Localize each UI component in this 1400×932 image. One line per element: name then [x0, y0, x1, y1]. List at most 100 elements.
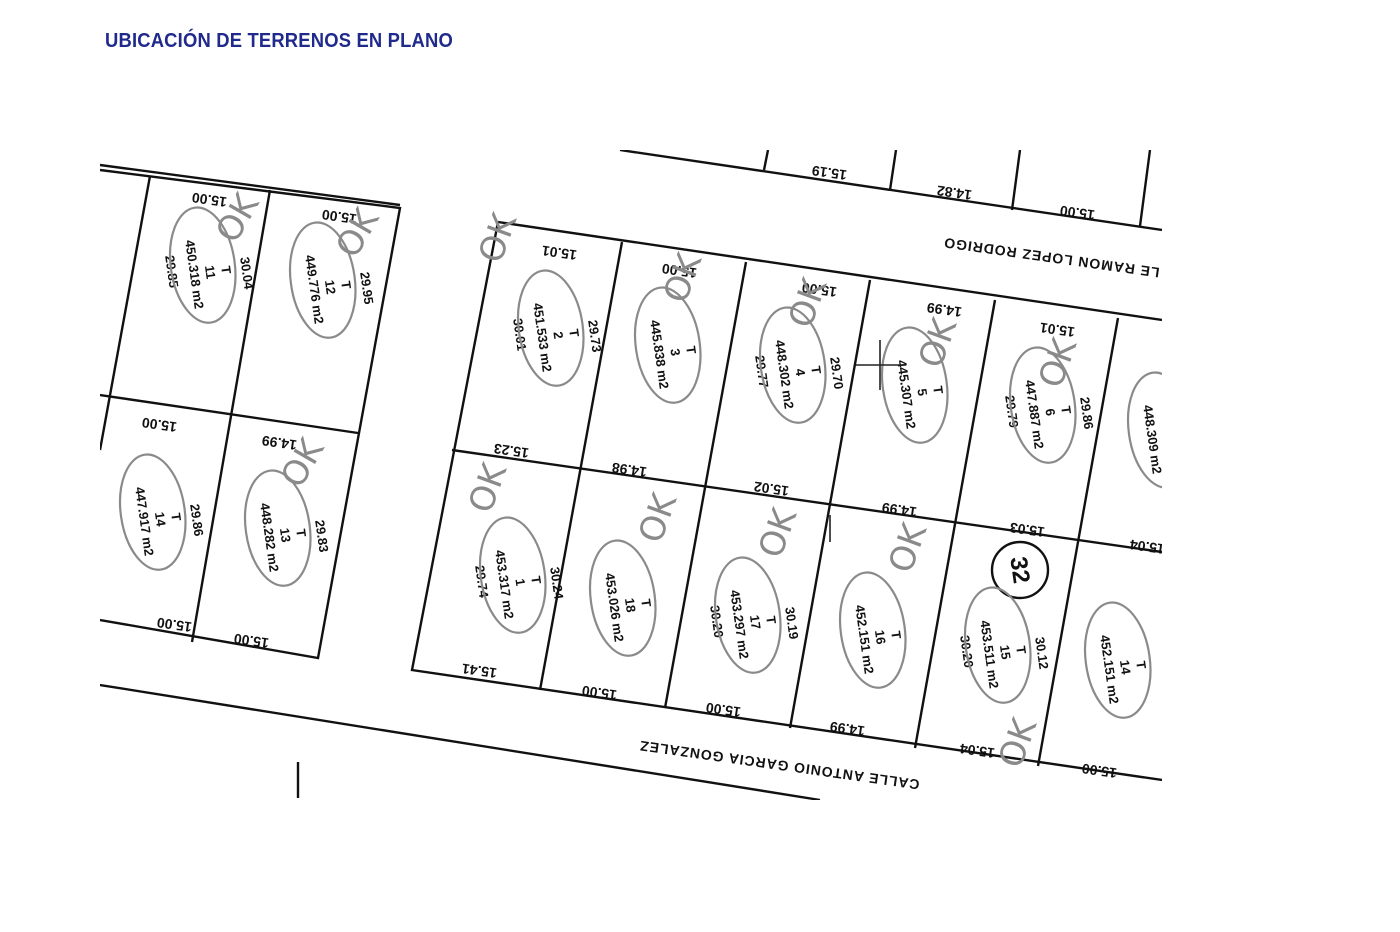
lot-divider	[888, 150, 898, 191]
frontage-dimension: 15.04	[959, 741, 996, 762]
frontage-dimension: 15.00	[233, 631, 270, 652]
frontage-dimension: 15.41	[461, 661, 498, 682]
lot-letter: T	[763, 615, 779, 625]
lot-divider	[663, 261, 748, 709]
pencil-circle	[963, 586, 1032, 704]
page-title: UBICACIÓN DE TERRENOS EN PLANO	[105, 30, 453, 52]
lot-side-dimension: 29.86	[1077, 396, 1096, 430]
pencil-circle	[243, 469, 312, 587]
top-strip-lots	[762, 150, 1152, 227]
pencil-circle	[713, 556, 782, 674]
frontage-dimension: 15.00	[581, 683, 618, 704]
block-number-badge: 32	[990, 540, 1050, 600]
lot-side-dimension: 29.95	[357, 271, 376, 305]
left-block	[100, 168, 402, 660]
plot-plan-drawing: LE RAMON LOPEZ RODRIGO CALLE ANTONIO GAR…	[100, 150, 1162, 800]
lot-letter: T	[1013, 645, 1029, 655]
pencil-circle	[168, 206, 237, 324]
lot-divider	[762, 150, 770, 171]
lot-divider	[538, 241, 624, 691]
block-number-circle	[990, 540, 1050, 600]
left-block-outline	[100, 168, 402, 660]
pencil-circle	[118, 453, 187, 571]
frontage-dimension: 15.23	[493, 441, 530, 462]
lot-number: 17	[747, 614, 764, 630]
frontage-dimension: 14.99	[829, 719, 866, 740]
lot-letter: T	[930, 385, 946, 395]
lot-number: 6	[1042, 408, 1058, 417]
lot-number: 1	[512, 578, 528, 587]
frontage-dimension: 15.00	[801, 280, 838, 301]
lot-side-dimension: 29.73	[585, 319, 604, 353]
lot-side-dimension: 29.83	[312, 519, 331, 553]
lot-divider	[100, 175, 152, 451]
lot-letter: T	[528, 575, 544, 585]
frontage-dimension: 14.82	[936, 183, 973, 204]
frontage-dimension: 15.04	[1129, 537, 1162, 558]
lot-side-dimension: 30.12	[1032, 636, 1051, 670]
pencil-circle	[478, 516, 547, 634]
frontage-dimension: 15.19	[811, 163, 848, 184]
pencil-circle	[1126, 371, 1162, 489]
main-block-top-edge	[497, 220, 1162, 322]
lot-number: 14	[1117, 659, 1134, 676]
lot-number: 12	[322, 279, 339, 295]
lot-divider	[913, 299, 997, 749]
lot-number: 14	[152, 511, 169, 528]
lot-letter: T	[683, 345, 699, 355]
block-number: 32	[1004, 555, 1034, 585]
lot-divider	[190, 189, 272, 643]
pencil-circle	[288, 221, 357, 339]
pencil-circle	[516, 269, 585, 387]
pencil-circle	[588, 539, 657, 657]
lot-number: 3	[667, 348, 683, 357]
main-block-midline	[451, 448, 1162, 554]
frontage-dimension: 14.99	[926, 300, 963, 321]
pencil-circle	[633, 286, 702, 404]
lot-side-dimension: 29.70	[827, 356, 846, 390]
pencil-circle	[880, 326, 949, 444]
lot-letter: T	[1133, 660, 1149, 670]
frontage-labels: 15.00 15.00 15.00 14.99 15.00 15.00 15.01 15.00…	[141, 163, 1162, 782]
street-edge-bottom	[100, 683, 821, 800]
frontage-dimension: 14.98	[611, 460, 648, 481]
lot-divider	[100, 393, 359, 435]
lot-number: 5	[914, 388, 930, 397]
lot-side-dimension: 30.19	[782, 606, 801, 640]
pencil-circle	[1083, 601, 1152, 719]
lot-number: 4	[792, 368, 808, 378]
lot-letter: T	[566, 328, 582, 338]
frontage-dimension: 14.99	[261, 433, 298, 454]
lot-divider	[1036, 317, 1120, 767]
lot-side-dimension: 30.04	[237, 256, 256, 291]
pencil-circle	[758, 306, 827, 424]
frontage-dimension: 15.00	[1081, 761, 1118, 782]
lot-letter: T	[888, 630, 904, 640]
main-block	[410, 220, 1162, 782]
frontage-dimension: 14.99	[881, 500, 918, 521]
lot-divider	[1138, 150, 1152, 227]
lot-divider	[1010, 150, 1022, 211]
plot-plan-scan: LE RAMON LOPEZ RODRIGO CALLE ANTONIO GAR…	[100, 150, 1162, 800]
lot-letter: T	[638, 598, 654, 608]
frontage-dimension: 15.01	[541, 243, 578, 264]
pencil-circle	[838, 571, 907, 689]
lot-side-dimension: 30.24	[547, 566, 566, 601]
frontage-dimension: 15.00	[321, 207, 358, 228]
lot-number: 13	[277, 527, 294, 543]
frontage-dimension: 15.01	[1039, 320, 1076, 341]
frontage-dimension: 15.00	[156, 615, 193, 636]
lot-letter: T	[338, 280, 354, 290]
lot-letter: T	[293, 528, 309, 538]
lot-number: 18	[622, 597, 639, 613]
frontage-dimension: 15.03	[1009, 520, 1046, 541]
frontage-dimension: 15.00	[141, 415, 178, 436]
lot-number: 11	[202, 264, 219, 280]
lot-letter: T	[218, 265, 234, 275]
lot-letter: T	[1058, 405, 1074, 415]
main-block-outline	[410, 221, 1162, 782]
